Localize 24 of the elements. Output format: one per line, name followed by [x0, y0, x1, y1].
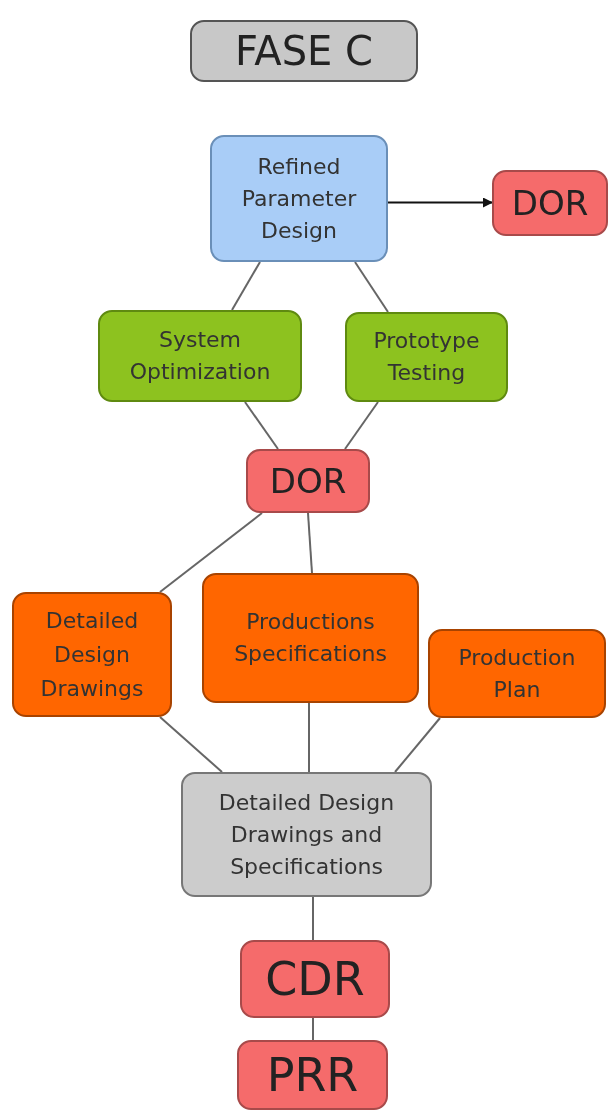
milestone-box: DOR: [246, 449, 370, 513]
milestone-box: DOR: [492, 170, 608, 236]
connector-line: [354, 261, 389, 313]
connector-line: [231, 261, 261, 311]
connector-line: [159, 512, 263, 593]
connector-line: [344, 401, 379, 450]
process-box: Detailed Design Drawings and Specifications: [181, 772, 432, 897]
title-box: FASE C: [190, 20, 418, 82]
connector-line: [312, 1017, 314, 1041]
process-box: Detailed Design Drawings: [12, 592, 172, 717]
connector-line: [394, 717, 441, 773]
process-box: Prototype Testing: [345, 312, 508, 402]
arrow: [387, 197, 493, 208]
connector-line: [308, 702, 310, 773]
process-box: System Optimization: [98, 310, 302, 402]
milestone-box: PRR: [237, 1040, 388, 1110]
process-box: Refined Parameter Design: [210, 135, 388, 262]
connector-line: [244, 401, 279, 450]
process-box: Production Plan: [428, 629, 606, 718]
process-box: Productions Specifications: [202, 573, 419, 703]
connector-line: [159, 716, 223, 773]
connector-line: [312, 896, 314, 941]
connector-line: [307, 512, 313, 574]
milestone-box: CDR: [240, 940, 390, 1018]
